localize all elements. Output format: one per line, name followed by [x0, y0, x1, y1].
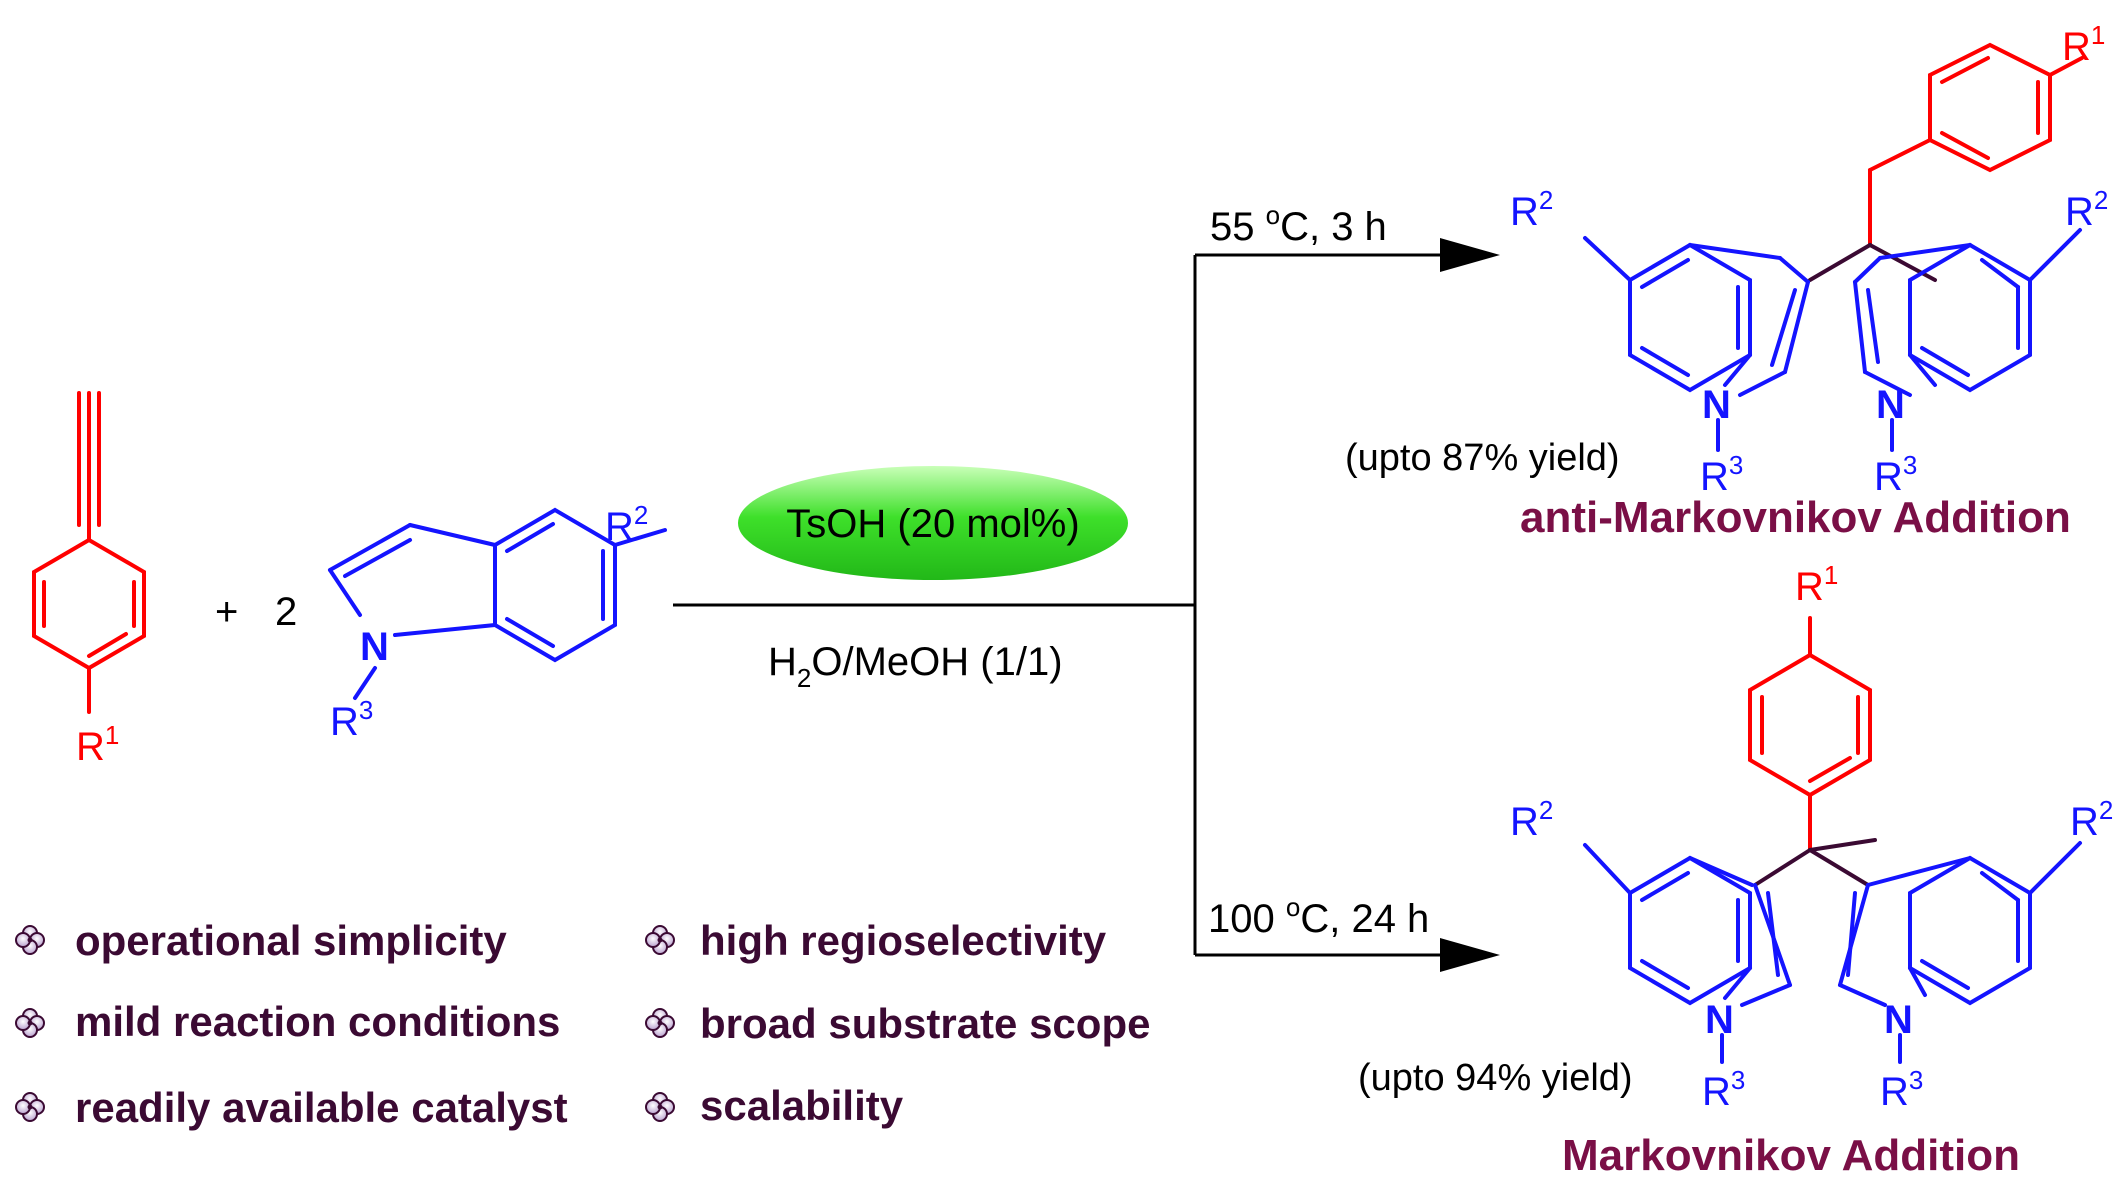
indole-nitrogen-label: N — [360, 625, 389, 669]
lower-arrowhead — [1440, 938, 1500, 972]
markovnikov-product-structure — [1583, 616, 2082, 1064]
feature-right-3: scalability — [700, 1082, 904, 1129]
stoichiometric-coefficient: 2 — [275, 590, 297, 634]
lower-left-r2-label: R2 — [1510, 795, 1553, 844]
clover-bullet-icon — [15, 1092, 45, 1122]
upper-right-r3-label: R3 — [1874, 450, 1917, 499]
feature-left-3: readily available catalyst — [75, 1084, 568, 1131]
upper-yield-label: (upto 87% yield) — [1345, 437, 1620, 479]
feature-right-1: high regioselectivity — [700, 917, 1107, 964]
upper-r1-label: R1 — [2062, 20, 2105, 69]
feature-list: operational simplicity mild reaction con… — [15, 917, 1150, 1131]
indole-structure — [328, 507, 667, 700]
indole-r3-label: R3 — [330, 695, 373, 744]
feature-left-2: mild reaction conditions — [75, 998, 560, 1045]
upper-condition-label: 55 oC, 3 h — [1210, 200, 1387, 249]
catalyst-label: TsOH (20 mol%) — [786, 502, 1079, 546]
solvent-label: H2O/MeOH (1/1) — [768, 640, 1063, 693]
alkyne-r1-label: R1 — [76, 720, 119, 769]
clover-bullet-icon — [645, 1092, 675, 1122]
lower-r1-label: R1 — [1795, 560, 1838, 609]
feature-left-1: operational simplicity — [75, 917, 507, 964]
lower-left-r3-label: R3 — [1702, 1065, 1745, 1114]
anti-markovnikov-product-structure — [1583, 42, 2084, 452]
upper-left-nitrogen-label: N — [1702, 383, 1731, 427]
lower-product-title: Markovnikov Addition — [1562, 1131, 2020, 1180]
lower-right-r3-label: R3 — [1880, 1065, 1923, 1114]
lower-yield-label: (upto 94% yield) — [1358, 1057, 1633, 1099]
lower-left-nitrogen-label: N — [1705, 998, 1734, 1042]
clover-bullet-icon — [645, 1008, 675, 1038]
clover-bullet-icon — [15, 925, 45, 955]
upper-left-r2-label: R2 — [1510, 185, 1553, 234]
plus-sign: + — [215, 590, 238, 634]
reaction-arrow-system — [673, 253, 1445, 957]
catalyst-badge — [738, 466, 1128, 580]
upper-product-title: anti-Markovnikov Addition — [1520, 493, 2071, 542]
aryl-alkyne-structure — [32, 391, 146, 714]
feature-right-2: broad substrate scope — [700, 1000, 1150, 1047]
upper-left-r3-label: R3 — [1700, 450, 1743, 499]
indole-r2-label: R2 — [605, 500, 648, 549]
clover-bullet-icon — [645, 925, 675, 955]
lower-condition-label: 100 oC, 24 h — [1208, 892, 1429, 941]
upper-right-r2-label: R2 — [2065, 185, 2108, 234]
clover-bullet-icon — [15, 1008, 45, 1038]
lower-right-nitrogen-label: N — [1884, 998, 1913, 1042]
upper-arrowhead — [1440, 238, 1500, 272]
upper-right-nitrogen-label: N — [1876, 383, 1905, 427]
lower-right-r2-label: R2 — [2070, 795, 2113, 844]
